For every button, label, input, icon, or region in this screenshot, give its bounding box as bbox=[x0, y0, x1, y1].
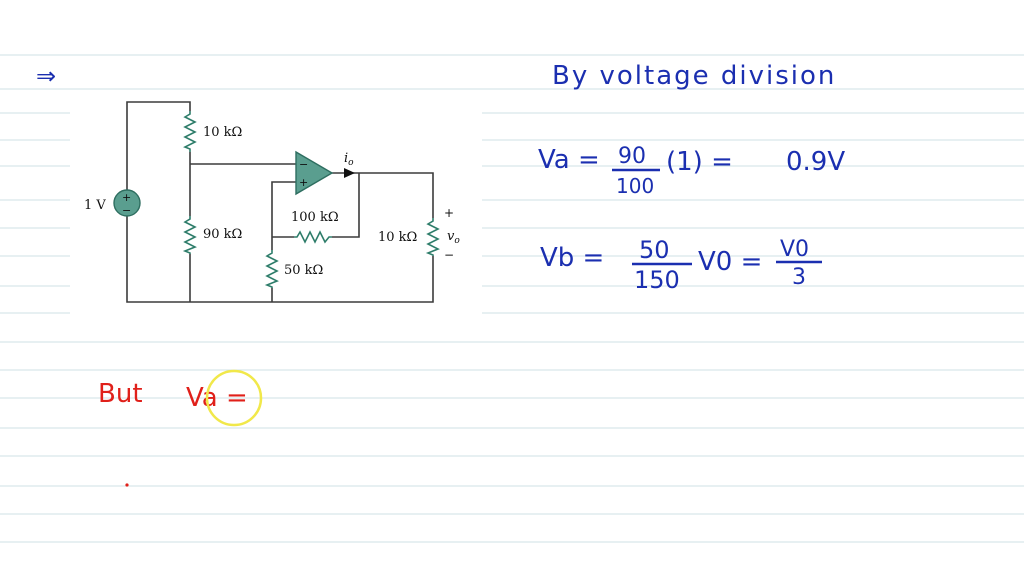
vo-subscript: o bbox=[454, 236, 460, 246]
notes: By voltage division Va = 90 100 (1) = 0.… bbox=[98, 61, 845, 487]
eq2-denominator-2: 3 bbox=[792, 265, 806, 290]
eq2-denominator: 150 bbox=[634, 266, 680, 294]
eq2-numerator: 50 bbox=[639, 236, 670, 264]
eq1-denominator: 100 bbox=[616, 174, 654, 198]
wire-source-bottom bbox=[126, 216, 434, 303]
source-plus-sign: + bbox=[122, 191, 131, 204]
wire-feedback-right bbox=[332, 173, 360, 238]
implies-arrow: ⇒ bbox=[36, 62, 56, 90]
resistor-10k-load-icon bbox=[425, 218, 440, 256]
eq2-lhs: Vb = bbox=[540, 243, 604, 273]
voltage-source-icon bbox=[113, 189, 141, 217]
r2-label: 90 kΩ bbox=[203, 227, 242, 242]
pen-cursor-ring bbox=[205, 369, 263, 427]
eq2-numerator-2: V0 bbox=[780, 237, 809, 262]
opamp-icon bbox=[295, 150, 334, 196]
wire-output bbox=[332, 172, 434, 218]
source-minus-sign: − bbox=[122, 204, 131, 217]
opamp-minus-sign: − bbox=[299, 158, 308, 171]
r3-label: 100 kΩ bbox=[291, 210, 339, 225]
opamp-plus-sign: + bbox=[299, 176, 308, 189]
r5-label: 10 kΩ bbox=[378, 230, 417, 245]
vo-plus-sign: + bbox=[444, 206, 454, 220]
eq1-lhs: Va = bbox=[538, 145, 600, 175]
but-text: But bbox=[98, 379, 143, 409]
eq2-middle: V0 = bbox=[698, 247, 762, 277]
eq1-result: 0.9V bbox=[786, 147, 845, 177]
wire-noninverting-input bbox=[271, 181, 296, 250]
r4-label: 50 kΩ bbox=[284, 263, 323, 278]
eq1-numerator: 90 bbox=[618, 144, 646, 169]
r1-label: 10 kΩ bbox=[203, 125, 242, 140]
resistor-50k-icon bbox=[264, 250, 279, 288]
vo-minus-sign: − bbox=[444, 248, 454, 262]
resistor-10k-top-icon bbox=[183, 111, 197, 152]
voltage-division-heading: By voltage division bbox=[552, 61, 836, 91]
resistor-100k-icon bbox=[294, 230, 332, 244]
source-label: 1 V bbox=[84, 198, 106, 213]
equation-vb: Vb = 50 150 V0 = V0 3 bbox=[540, 236, 822, 294]
ruled-lines bbox=[0, 54, 1024, 543]
circuit-diagram: + − 1 V 10 kΩ 90 kΩ − + io 100 kΩ 50 kΩ … bbox=[84, 101, 460, 303]
wire-source-top bbox=[126, 101, 191, 190]
vo-label: vo bbox=[447, 229, 460, 246]
resistor-90k-icon bbox=[182, 216, 197, 254]
current-subscript: o bbox=[348, 158, 354, 168]
eq1-rest: (1) = bbox=[666, 147, 733, 177]
equation-va: Va = 90 100 (1) = 0.9V bbox=[538, 144, 845, 198]
current-label: io bbox=[344, 151, 354, 168]
but-expression: Va = bbox=[186, 383, 248, 413]
stray-red-dot bbox=[125, 483, 129, 487]
current-arrow bbox=[344, 168, 355, 178]
